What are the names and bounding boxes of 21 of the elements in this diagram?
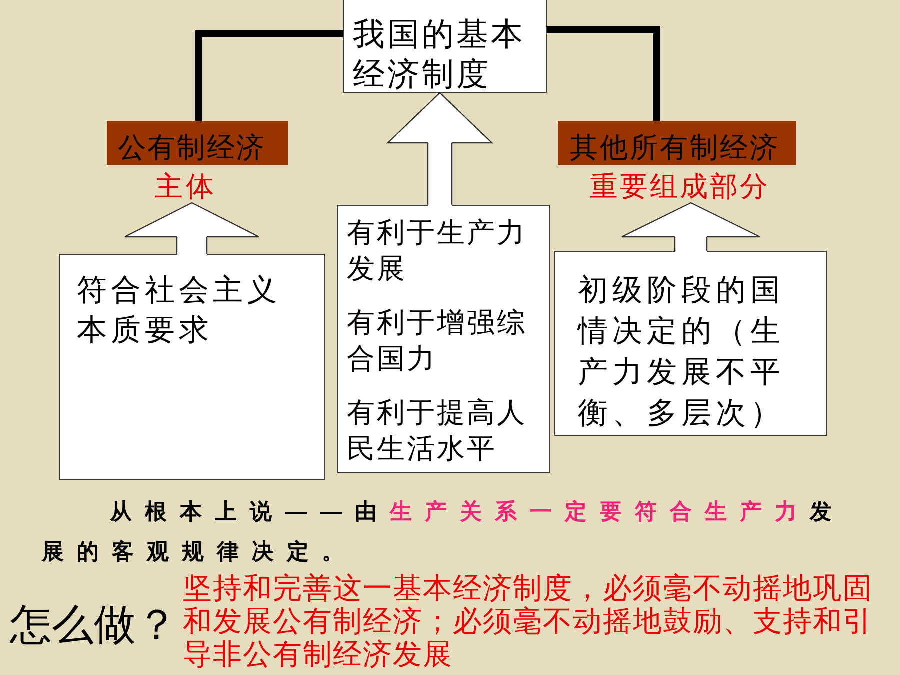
role-label: 重要组成部分 bbox=[590, 171, 771, 203]
category-text: 其他所有制经济 bbox=[570, 132, 781, 164]
reason-text: 有利于增强综合国力 bbox=[347, 306, 528, 376]
category-band bbox=[558, 121, 796, 203]
answer-text: 坚持和完善这一基本经济制度，必须毫不动摇地巩固和发展公有制经济；必须毫不动摇地鼓励、支持和引导非公有制经济发展 bbox=[183, 573, 874, 672]
conclusion-text: 从根本上说——由生产关系一定要符合生产力发展的客观规律决定。 bbox=[42, 498, 846, 566]
question-text: 怎么做？ bbox=[10, 600, 178, 650]
reason-box bbox=[337, 205, 550, 473]
connector-line bbox=[547, 26, 660, 121]
reason-text: 有利于生产力发展 bbox=[347, 216, 528, 286]
category-band bbox=[107, 121, 288, 203]
reason-text: 符合社会主义本质要求 bbox=[77, 272, 282, 350]
reason-text: 初级阶段的国情决定的（生产力发展不平衡、多层次） bbox=[578, 272, 786, 433]
reason-box bbox=[554, 251, 827, 436]
concept-text: 我国的基本经济制度 bbox=[353, 14, 526, 94]
concept-box bbox=[343, 0, 547, 93]
connector-line bbox=[196, 30, 343, 121]
category-text: 公有制经济 bbox=[118, 132, 267, 164]
role-label: 主体 bbox=[155, 171, 218, 203]
reason-box bbox=[59, 254, 325, 480]
reason-text: 有利于提高人民生活水平 bbox=[347, 396, 528, 466]
